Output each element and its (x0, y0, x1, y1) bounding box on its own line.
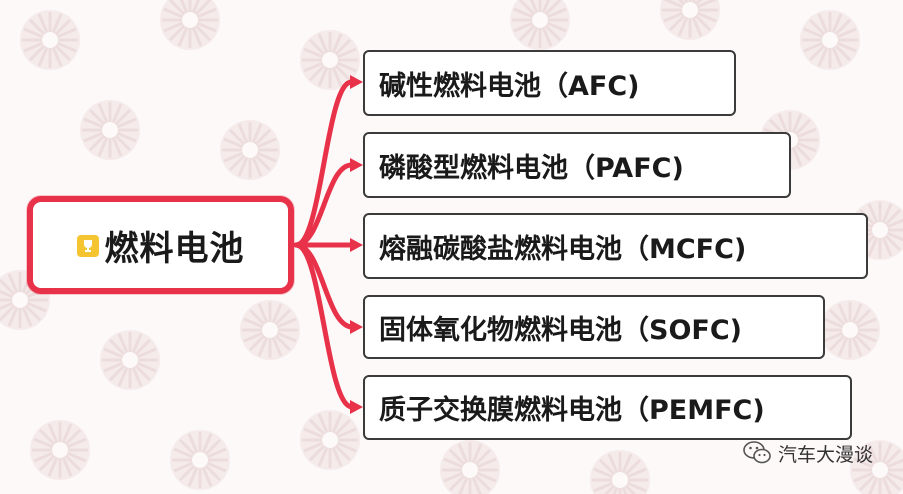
arrowhead-pemfc (350, 400, 363, 414)
connector-pemfc (293, 242, 355, 410)
arrowhead-sofc (350, 320, 363, 334)
child-node-sofc[interactable]: 固体氧化物燃料电池（SOFC) (363, 295, 825, 359)
arrowhead-mcfc (350, 238, 363, 252)
child-node-mcfc[interactable]: 熔融碳酸盐燃料电池（MCFC) (363, 213, 868, 279)
child-node-pafc[interactable]: 磷酸型燃料电池（PAFC) (363, 132, 791, 198)
child-node-pemfc[interactable]: 质子交换膜燃料电池（PEMFC) (363, 375, 852, 440)
watermark: 汽车大漫谈 (742, 440, 873, 466)
root-node[interactable]: 燃料电池 (27, 196, 294, 294)
wechat-icon (743, 441, 771, 464)
connector-pafc (293, 162, 355, 248)
arrowhead-pafc (350, 158, 363, 172)
connector-afc (293, 79, 355, 248)
arrowhead-afc (350, 75, 363, 89)
watermark-text: 汽车大漫谈 (778, 443, 874, 466)
child-node-afc[interactable]: 碱性燃料电池（AFC) (363, 50, 736, 116)
root-label: 燃料电池 (104, 228, 245, 269)
trophy-icon (76, 235, 99, 257)
